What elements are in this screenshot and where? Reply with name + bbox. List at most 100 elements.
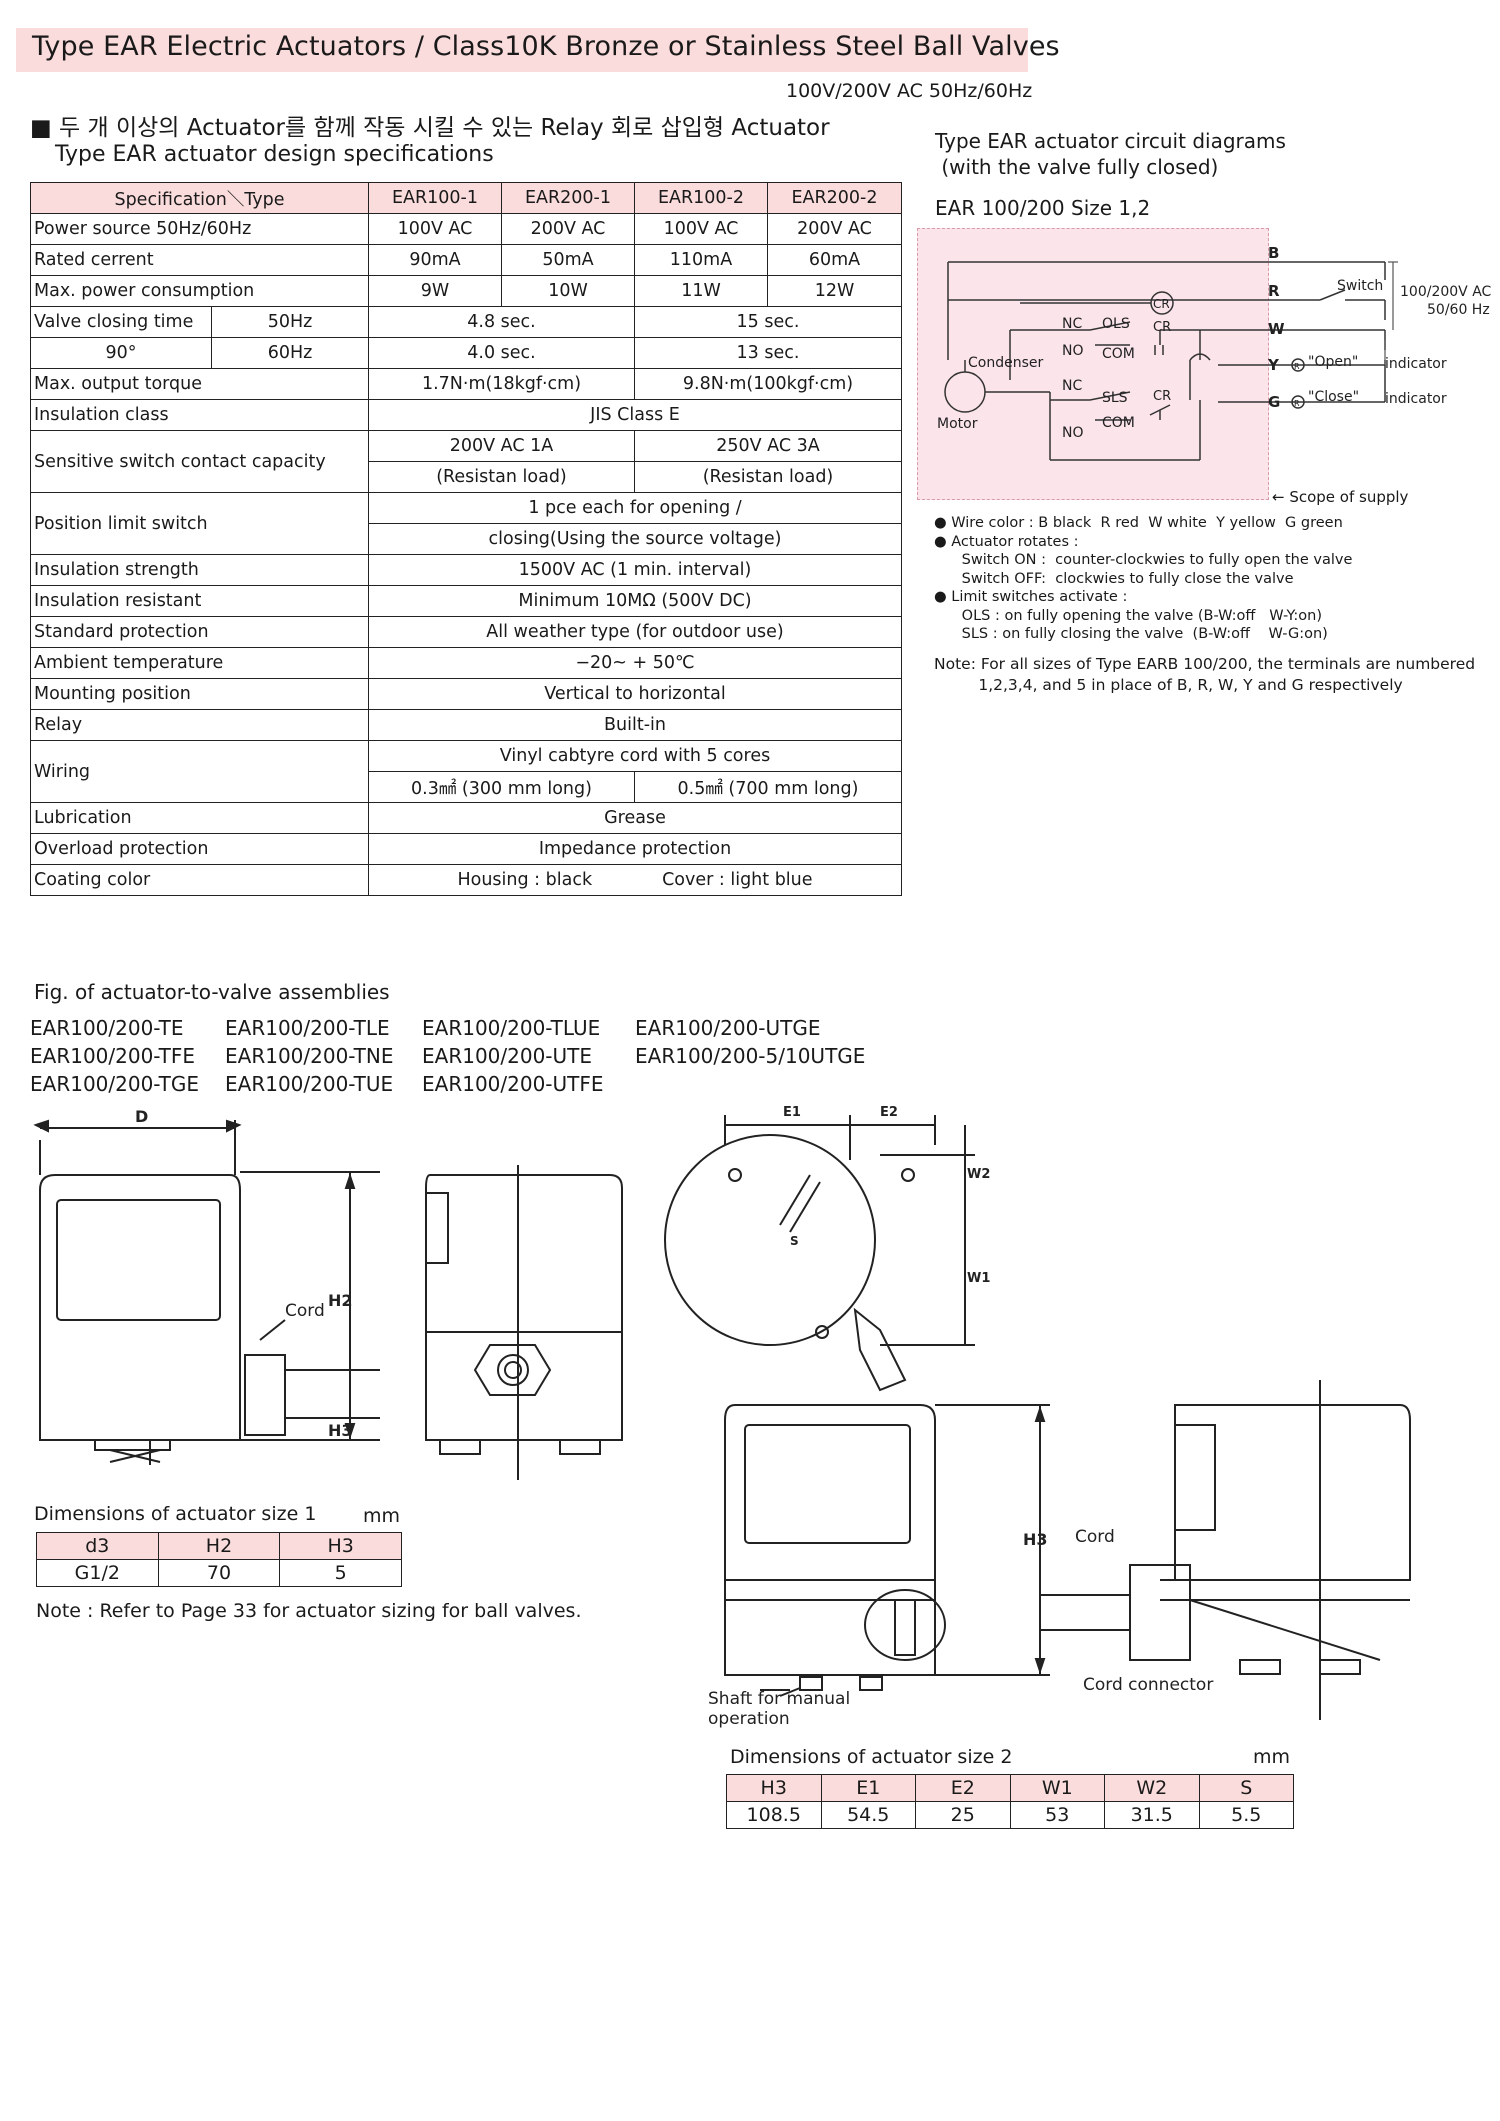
- sizing-note: Note : Refer to Page 33 for actuator siz…: [36, 1600, 582, 1622]
- close-lamp-label: R: [1294, 399, 1300, 408]
- actuator-front-drawing: [425, 1165, 623, 1480]
- table-cell: (Resistan load): [368, 461, 635, 493]
- table-cell: 50mA: [501, 244, 635, 276]
- table-row: 108.5 54.5 25 53 31.5 5.5: [726, 1801, 1294, 1829]
- motor-label: Motor: [937, 416, 978, 432]
- actuator-side-drawing: [33, 1119, 380, 1465]
- coating-housing: Housing : black: [457, 870, 593, 890]
- supply-frequency-label: 50/60 Hz: [1427, 302, 1490, 318]
- table-header-cell: d3: [36, 1532, 159, 1560]
- model-label: EAR100/200-5/10UTGE: [635, 1044, 866, 1068]
- table-cell: 100V AC: [368, 213, 502, 245]
- relay-actuator-description: ■ 두 개 이상의 Actuator를 함께 작동 시킬 수 있는 Relay …: [30, 115, 830, 141]
- type-ear200-1: EAR200-1: [501, 182, 635, 214]
- model-label: EAR100/200-UTE: [422, 1044, 593, 1068]
- dims-size1-title: Dimensions of actuator size 1: [34, 1503, 317, 1525]
- dims-size2-title: Dimensions of actuator size 2: [730, 1746, 1013, 1768]
- table-cell: Vertical to horizontal: [368, 678, 902, 710]
- table-row: Rated cerrent 90mA 50mA 110mA 60mA: [30, 244, 902, 276]
- table-header-cell: E1: [820, 1774, 916, 1802]
- open-lamp-label: R: [1294, 362, 1300, 371]
- table-cell: 110mA: [634, 244, 768, 276]
- table-cell: −20~ + 50℃: [368, 647, 902, 679]
- row-label: Rated cerrent: [30, 244, 369, 276]
- row-label: Wiring: [30, 740, 369, 803]
- table-header-cell: S: [1198, 1774, 1294, 1802]
- table-row: Mounting position Vertical to horizontal: [30, 678, 902, 710]
- actuator-top-drawing: [664, 1115, 975, 1392]
- table-row: H3 E1 E2 W1 W2 S: [726, 1774, 1294, 1802]
- model-label: EAR100/200-TE: [30, 1016, 184, 1040]
- table-row: 90° 60Hz 4.0 sec. 13 sec.: [30, 337, 902, 369]
- row-label: Sensitive switch contact capacity: [30, 430, 369, 493]
- open-indicator-label: indicator: [1385, 356, 1447, 372]
- table-cell: 200V AC: [501, 213, 635, 245]
- row-label: Lubrication: [30, 802, 369, 834]
- table-cell: 5: [279, 1559, 402, 1587]
- model-label: EAR100/200-TGE: [30, 1072, 200, 1096]
- table-cell: 11W: [634, 275, 768, 307]
- table-cell: 9.8N·m(100kgf·cm): [634, 368, 902, 400]
- table-cell: 250V AC 3A: [634, 430, 902, 462]
- table-cell: 100V AC: [634, 213, 768, 245]
- table-cell: Built-in: [368, 709, 902, 741]
- table-cell: Grease: [368, 802, 902, 834]
- dims-size1-table: d3 H2 H3 G1/2 70 5: [36, 1532, 402, 1587]
- ols-label: OLS: [1102, 316, 1130, 332]
- specs-table-title: Type EAR actuator design specifications: [55, 142, 494, 167]
- shaft-label-line2: operation: [708, 1709, 790, 1729]
- terminal-note: Note: For all sizes of Type EARB 100/200…: [934, 655, 1476, 694]
- sls-no-label: NO: [1062, 425, 1084, 441]
- dim-w1-label: W1: [967, 1271, 990, 1286]
- dim-e2-label: E2: [880, 1105, 898, 1120]
- dim-h3-label-2: H3: [1023, 1530, 1048, 1549]
- table-cell: G1/2: [36, 1559, 159, 1587]
- row-label: Position limit switch: [30, 492, 369, 555]
- table-header-cell: W1: [1009, 1774, 1105, 1802]
- table-cell: 53: [1009, 1801, 1105, 1829]
- table-row: closing(Using the source voltage): [31, 523, 902, 555]
- terminal-b-label: B: [1268, 244, 1279, 262]
- dims-size1-unit: mm: [363, 1505, 401, 1527]
- sls-com-label: COM: [1102, 415, 1135, 431]
- table-cell: 5.5: [1198, 1801, 1294, 1829]
- voltage-subtitle: 100V/200V AC 50Hz/60Hz: [786, 80, 1033, 102]
- type-ear100-2: EAR100-2: [634, 182, 768, 214]
- switch-label: Switch: [1337, 278, 1383, 294]
- model-label: EAR100/200-UTGE: [635, 1016, 821, 1040]
- terminal-r-label: R: [1268, 282, 1280, 300]
- table-header-cell: H3: [279, 1532, 402, 1560]
- table-cell: 1.7N·m(18kgf·cm): [368, 368, 635, 400]
- actuator-side-drawing-2: [1040, 1380, 1411, 1720]
- open-label: "Open": [1308, 354, 1358, 370]
- table-header-cell: E2: [915, 1774, 1011, 1802]
- close-indicator-label: indicator: [1385, 391, 1447, 407]
- circuit-title: Type EAR actuator circuit diagrams (with…: [935, 129, 1286, 179]
- shaft-label-line1: Shaft for manual: [708, 1689, 850, 1709]
- table-cell: 25: [915, 1801, 1011, 1829]
- row-label: 90°: [30, 337, 212, 369]
- dim-h3-label: H3: [328, 1421, 353, 1440]
- close-label: "Close": [1308, 389, 1359, 405]
- circuit-size-label: EAR 100/200 Size 1,2: [935, 196, 1151, 220]
- table-cell: 50Hz: [211, 306, 369, 338]
- actuator-front-drawing-2: [724, 1404, 1050, 1697]
- table-row: Insulation strength 1500V AC (1 min. int…: [30, 554, 902, 586]
- dim-w2-label: W2: [967, 1167, 990, 1182]
- table-cell: Vinyl cabtyre cord with 5 cores: [368, 740, 902, 772]
- model-label: EAR100/200-UTFE: [422, 1072, 604, 1096]
- sls-nc-label: NC: [1062, 378, 1082, 394]
- model-label: EAR100/200-TUE: [225, 1072, 394, 1096]
- table-cell: 108.5: [726, 1801, 822, 1829]
- spec-table: Specification＼Type EAR100-1 EAR200-1 EAR…: [30, 182, 902, 896]
- dim-s-label: S: [790, 1234, 799, 1248]
- table-row: (Resistan load) (Resistan load): [31, 461, 902, 493]
- table-row: Insulation class JIS Class E: [30, 399, 902, 431]
- table-row: d3 H2 H3: [36, 1532, 402, 1560]
- relay-contact-label: CR: [1153, 320, 1171, 335]
- table-header-cell: W2: [1104, 1774, 1200, 1802]
- table-cell: 1 pce each for opening /: [368, 492, 902, 524]
- relay-contact-label-2: CR: [1153, 389, 1171, 404]
